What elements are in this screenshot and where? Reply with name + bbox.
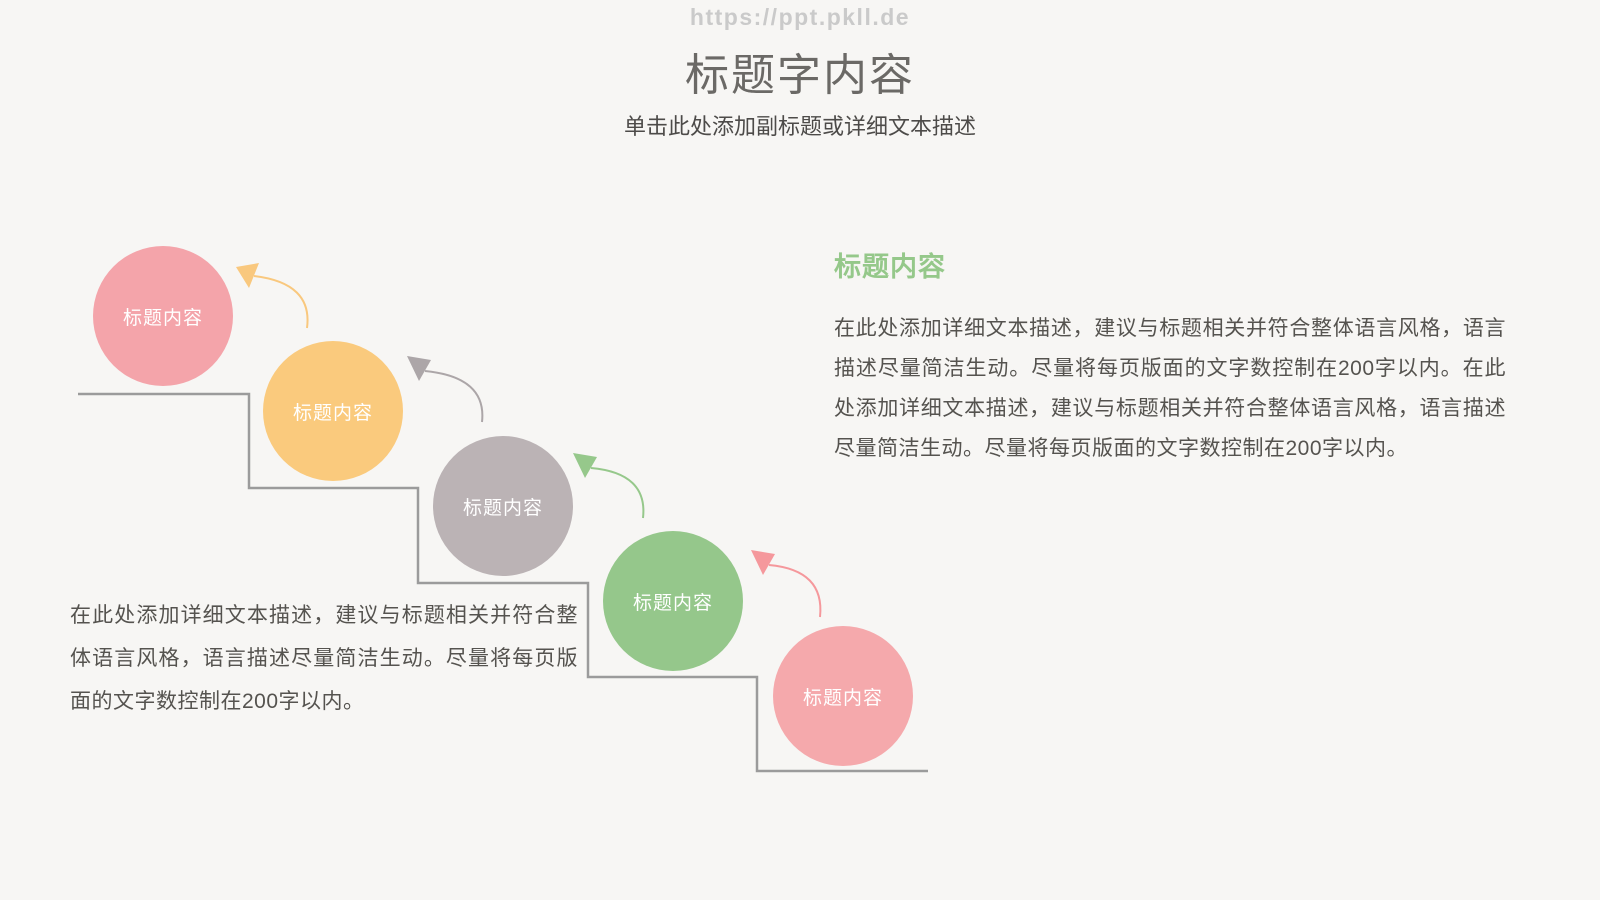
step-circle-5: 标题内容 (773, 626, 913, 766)
step-circle-label: 标题内容 (802, 687, 883, 709)
watermark-url: https://ppt.pkll.de (689, 4, 911, 30)
slide-title: 标题字内容 (685, 51, 915, 100)
curved-arrow-1 (236, 263, 309, 329)
curved-arrow-4 (751, 550, 822, 618)
arrowhead-icon (407, 356, 431, 381)
left-block-body: 在此处添加详细文本描述，建议与标题相关并符合整体语言风格，语言描述尽量简洁生动。… (70, 604, 578, 713)
step-circle-label: 标题内容 (122, 307, 203, 329)
step-circle-1: 标题内容 (93, 246, 233, 386)
step-circle-2: 标题内容 (263, 341, 403, 481)
step-circle-label: 标题内容 (462, 497, 543, 519)
step-circle-label: 标题内容 (292, 402, 373, 424)
right-text-block: 标题内容 在此处添加详细文本描述，建议与标题相关并符合整体语言风格，语言描述尽量… (834, 250, 1506, 469)
right-block-heading: 标题内容 (834, 252, 946, 282)
arrowhead-icon (236, 263, 259, 288)
right-block-body: 在此处添加详细文本描述，建议与标题相关并符合整体语言风格，语言描述尽量简洁生动。… (834, 317, 1506, 461)
step-circle-4: 标题内容 (603, 531, 743, 671)
slide-subtitle: 单击此处添加副标题或详细文本描述 (623, 114, 976, 139)
arrowhead-icon (573, 453, 597, 478)
step-circle-3: 标题内容 (433, 436, 573, 576)
curved-arrow-2 (407, 356, 484, 423)
left-text-block: 在此处添加详细文本描述，建议与标题相关并符合整体语言风格，语言描述尽量简洁生动。… (70, 594, 578, 723)
arrowhead-icon (751, 550, 775, 575)
step-circle-label: 标题内容 (632, 592, 713, 614)
curved-arrow-3 (573, 453, 645, 519)
